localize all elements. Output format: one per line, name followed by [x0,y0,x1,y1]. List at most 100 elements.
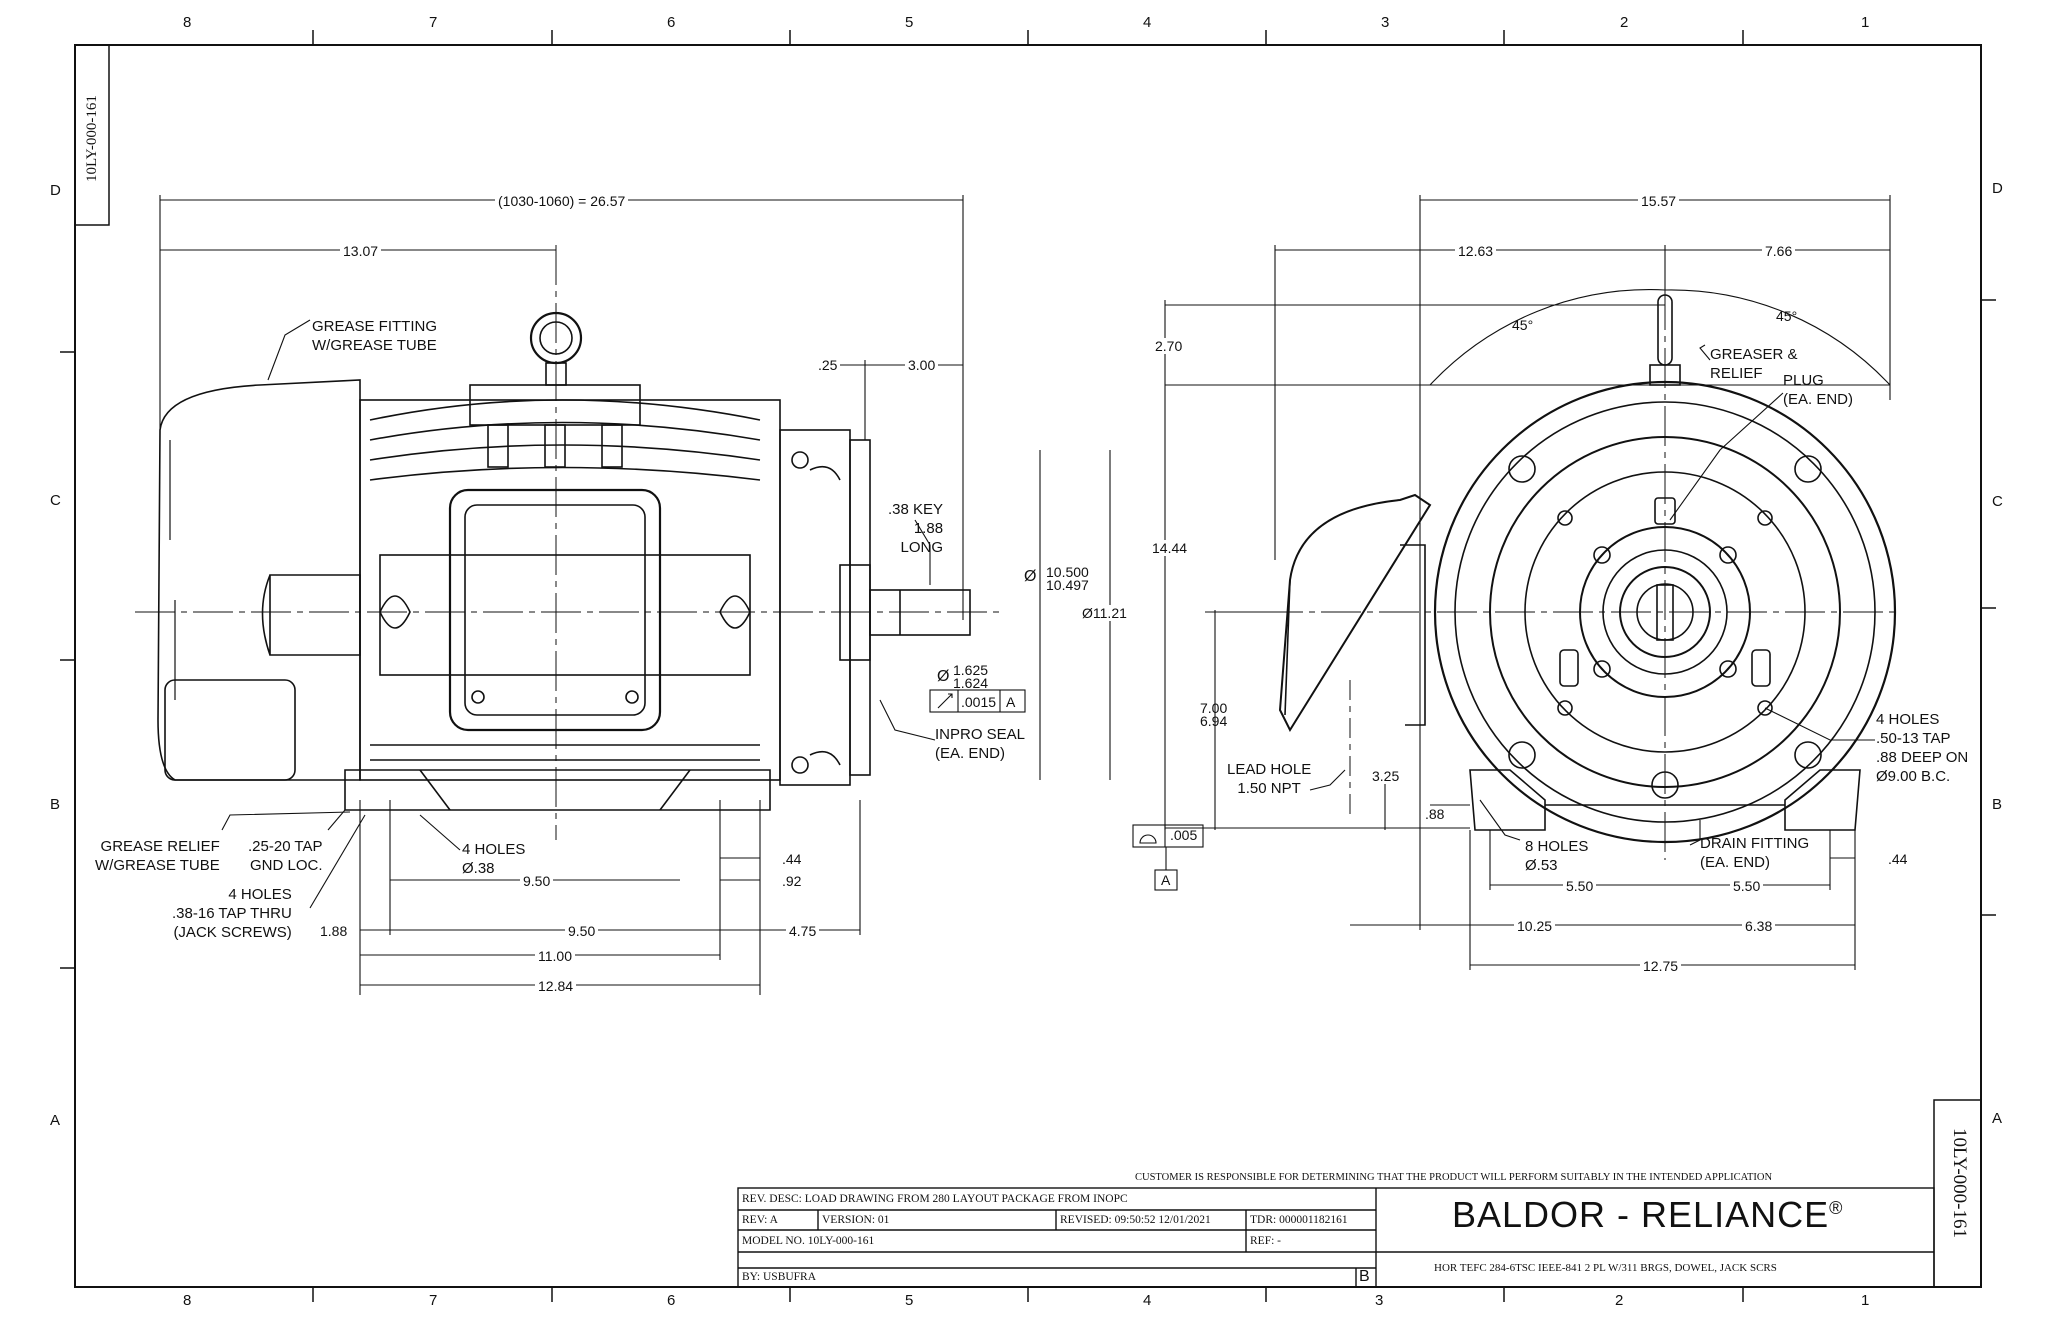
zone-bottom-3: 3 [1375,1292,1384,1309]
callout-greaser-relief: GREASER & RELIEF [1710,346,1798,382]
dim-dia-symbol-b: Ø [937,668,950,685]
zone-bottom-8: 8 [183,1292,192,1309]
revised-value: REVISED: 09:50:52 12/01/2021 [1060,1214,1211,1226]
dim-7-00: 7.00 [1200,700,1228,716]
rev-description: REV. DESC: LOAD DRAWING FROM 280 LAYOUT … [742,1193,1128,1205]
dim-overall-length: (1030-1060) = 26.57 [495,193,629,209]
dim-15-57: 15.57 [1638,193,1680,209]
dim-6-94: 6.94 [1200,713,1228,729]
id-box-top [74,44,110,226]
callout-jack-screws: 4 HOLES .38-16 TAP THRU (JACK SCREWS) [172,886,292,941]
drawn-by: BY: USBUFRA [742,1271,817,1283]
dim-dia-11-21: Ø11.21 [1080,605,1129,621]
brand-logo: BALDOR - RELIANCE® [1452,1194,1843,1236]
zone-bottom-2: 2 [1615,1292,1624,1309]
zone-bottom-6: 6 [667,1292,676,1309]
zone-right-d: D [1992,180,2003,197]
callout-8-holes: 8 HOLES Ø.53 [1525,838,1589,874]
rev-value: REV: A [742,1214,778,1226]
zone-right-c: C [1992,493,2003,510]
dim-3-00: 3.00 [905,357,939,373]
zone-bottom-1: 1 [1861,1292,1870,1309]
dim-shaft-dia-bottom: 10.497 [1046,577,1089,593]
callout-key: .38 KEY 1.88 LONG [888,501,944,556]
zone-bottom-4: 4 [1143,1292,1152,1309]
dim-angle-45-left: 45° [1512,317,1534,333]
dim-key-dia-bottom: 1.624 [953,675,989,691]
dim-13-07: 13.07 [340,243,382,259]
flatness-datum: A [1161,872,1171,888]
end-view-dim-lines [1132,195,1891,970]
dim-3-25: 3.25 [1372,768,1400,784]
dim-10-25: 10.25 [1514,918,1556,934]
dim-4-75: 4.75 [786,923,820,939]
callout-inpro-seal: INPRO SEAL (EA. END) [935,726,1026,762]
zone-left-a: A [50,1112,61,1129]
ref-value: REF: - [1250,1235,1281,1247]
zone-top-4: 4 [1143,14,1152,31]
dim-0-44-side: .44 [782,851,802,867]
title-block-lines [737,1187,1935,1288]
dim-0-88: .88 [1425,806,1445,822]
zone-ticks [60,30,1996,1302]
runout-tolerance: .0015 [961,694,997,710]
callout-tap-holes: 4 HOLES .50-13 TAP .88 DEEP ON Ø9.00 B.C… [1876,711,1969,785]
zone-left-c: C [50,492,61,509]
zone-right-b: B [1992,796,2003,813]
dim-12-84: 12.84 [535,978,577,994]
version-value: VERSION: 01 [822,1214,890,1226]
dim-11-00: 11.00 [535,948,575,964]
zone-right-a: A [1992,1110,2003,1127]
dim-0-44-end: .44 [1888,851,1908,867]
dim-9-50-b: 9.50 [565,923,599,939]
zone-bottom-7: 7 [429,1292,438,1309]
runout-datum: A [1006,694,1016,710]
callout-plug: PLUG (EA. END) [1783,372,1854,408]
callout-drain-fitting: DRAIN FITTING (EA. END) [1700,835,1810,871]
side-view-dim-lines [159,195,1111,995]
drawing-id-bottom-right: 10LY-000-161 [1949,1128,1970,1238]
callout-4-holes-038: 4 HOLES Ø.38 [462,841,526,877]
tdr-value: TDR: 000001182161 [1250,1214,1348,1226]
zone-top-6: 6 [667,14,676,31]
dim-9-50-a: 9.50 [520,873,554,889]
registered-mark: ® [1829,1198,1844,1218]
dim-7-66: 7.66 [1762,243,1796,259]
dim-0-25: .25 [818,357,838,373]
zone-top-5: 5 [905,14,914,31]
disclaimer-text: CUSTOMER IS RESPONSIBLE FOR DETERMINING … [1135,1172,1773,1183]
flatness-tolerance: .005 [1170,827,1198,843]
callout-grease-relief: GREASE RELIEF W/GREASE TUBE [95,838,220,874]
zone-top-1: 1 [1861,14,1870,31]
zone-top-3: 3 [1381,14,1390,31]
dim-shaft-dia-top: 10.500 [1046,564,1089,580]
dim-key-dia-top: 1.625 [953,662,989,678]
callout-gnd-tap: .25-20 TAP GND LOC. [248,838,323,874]
dim-1-88: 1.88 [320,923,348,939]
dim-dia-symbol-a: Ø [1024,568,1037,585]
zone-top-8: 8 [183,14,192,31]
dim-6-38: 6.38 [1742,918,1776,934]
dim-0-92: .92 [782,873,802,889]
zone-top-2: 2 [1620,14,1629,31]
zone-bottom-5: 5 [905,1292,914,1309]
motor-description: HOR TEFC 284-6TSC IEEE-841 2 PL W/311 BR… [1434,1262,1777,1274]
model-number: MODEL NO. 10LY-000-161 [742,1235,875,1247]
zone-top-7: 7 [429,14,438,31]
dim-angle-45-right: 45° [1776,308,1798,324]
dim-5-50-right: 5.50 [1730,878,1764,894]
callout-grease-fitting: GREASE FITTING W/GREASE TUBE [312,318,438,354]
motor-side-view [135,245,1000,840]
dim-2-70: 2.70 [1155,338,1183,354]
callout-lead-hole: LEAD HOLE 1.50 NPT [1227,761,1312,797]
dim-14-44: 14.44 [1152,540,1188,556]
dim-12-75: 12.75 [1640,958,1682,974]
dim-12-63: 12.63 [1455,243,1497,259]
zone-left-d: D [50,182,61,199]
sheet-size: B [1359,1268,1370,1285]
drawing-id-top-left: 10LY-000-161 [84,95,100,182]
brand-name: BALDOR - RELIANCE [1452,1194,1830,1235]
dim-5-50-left: 5.50 [1563,878,1597,894]
zone-left-b: B [50,796,61,813]
